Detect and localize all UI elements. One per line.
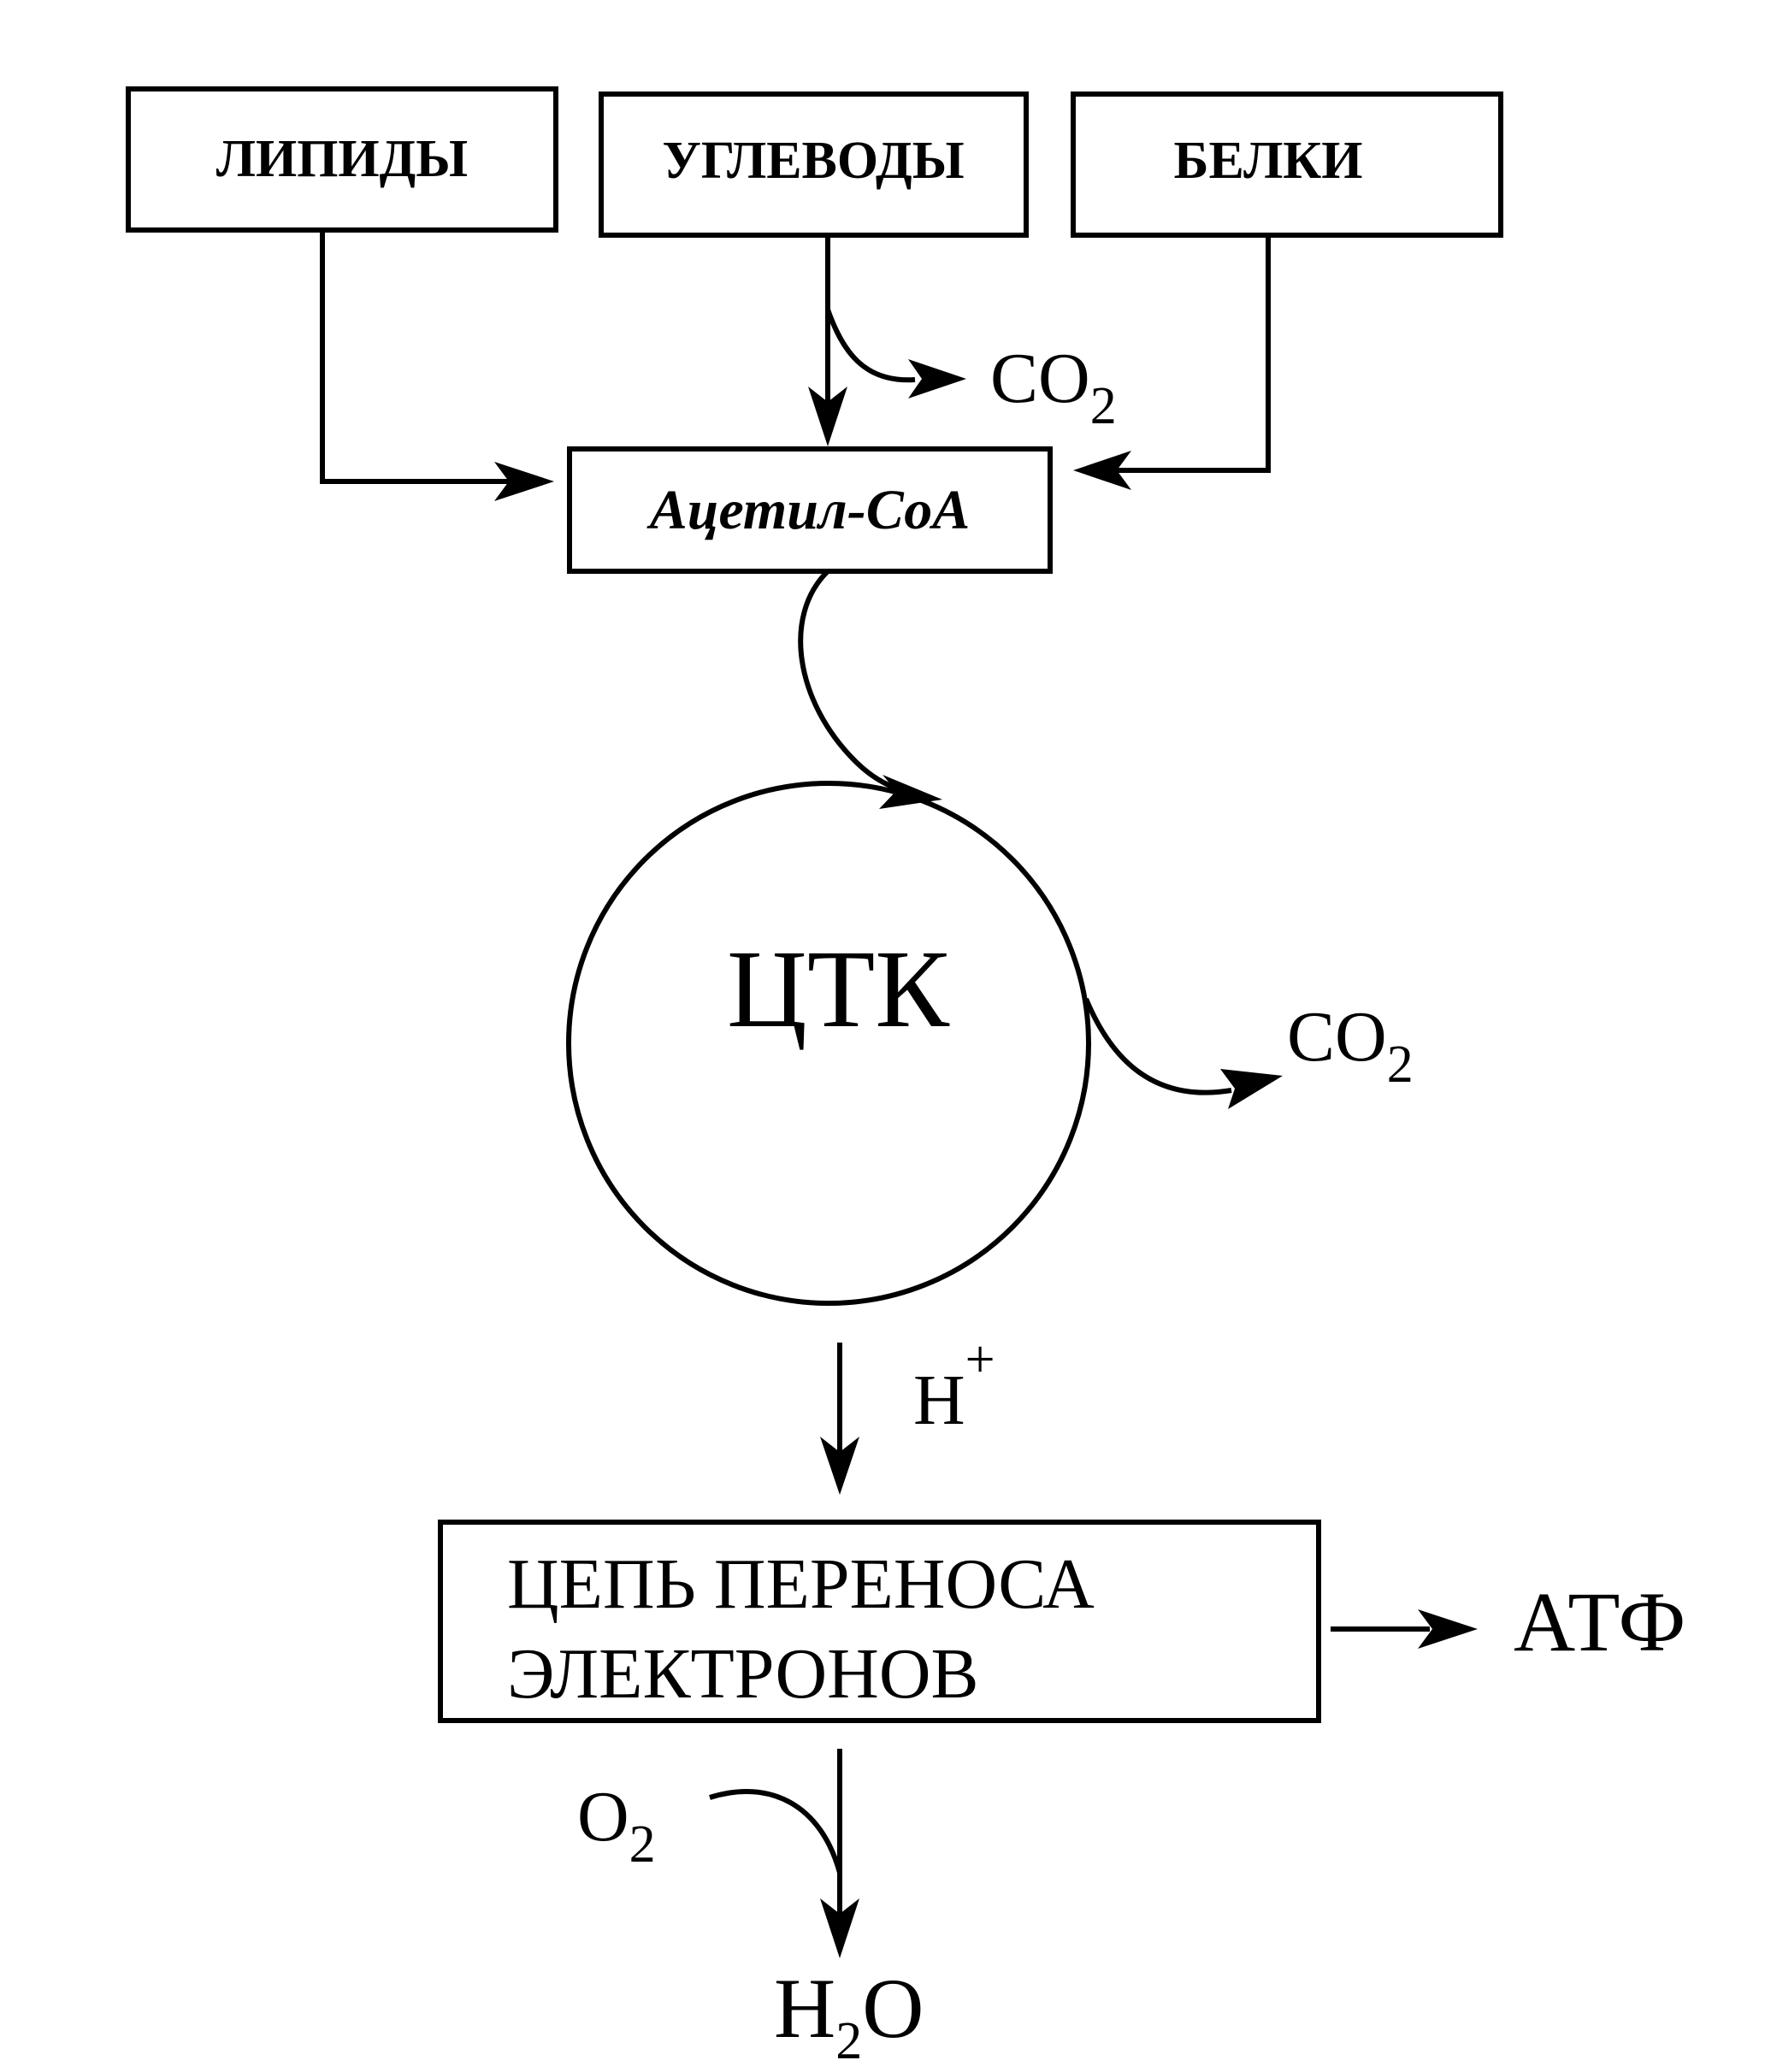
electron-chain-node: ЦЕПЬ ПЕРЕНОСА ЭЛЕКТРОНОВ	[438, 1520, 1321, 1723]
o2-base: O	[577, 1777, 629, 1857]
electron-chain-box	[438, 1520, 1321, 1723]
co2-cycle-label: CO2	[1287, 997, 1414, 1094]
lipids-arrowhead	[494, 462, 554, 501]
tca-cycle-circle	[566, 781, 1091, 1306]
h2o-sub: 2	[835, 2012, 862, 2070]
atp-label: АТФ	[1514, 1574, 1685, 1669]
carbohydrates-box	[599, 91, 1029, 238]
acetyl-coa-box	[567, 446, 1053, 574]
proteins-box	[1071, 91, 1503, 238]
proteins-to-acetyl-arrow	[1117, 235, 1271, 473]
carbohydrates-label: УГЛЕВОДЫ	[662, 132, 964, 190]
co2-cycle-base: CO	[1287, 997, 1387, 1077]
electron-chain-line2: ЭЛЕКТРОНОВ	[507, 1634, 979, 1714]
lipids-label: ЛИПИДЫ	[216, 130, 468, 188]
h2o-pre: H	[774, 1961, 835, 2056]
proteins-label: БЕЛКИ	[1174, 132, 1363, 190]
co2-top-arrowhead	[908, 359, 966, 398]
acetyl-to-cycle-arrow	[798, 569, 924, 798]
h-plus-base: H	[913, 1361, 965, 1440]
co2-top-base: CO	[990, 339, 1090, 418]
electron-chain-line1: ЦЕПЬ ПЕРЕНОСА	[507, 1544, 1095, 1624]
lipids-to-acetyl-arrow	[320, 230, 509, 484]
h2o-label: H2O	[774, 1961, 924, 2070]
co2-cycle-branch	[1083, 997, 1232, 1095]
co2-top-label: CO2	[990, 339, 1117, 435]
o2-input-branch	[709, 1789, 842, 1874]
cycle-to-chain-arrowhead	[820, 1437, 859, 1495]
h2o-post: O	[862, 1961, 924, 2056]
tca-cycle-node: ЦТК	[566, 781, 1091, 1306]
co2-cycle-sub: 2	[1387, 1036, 1414, 1094]
lipids-node: ЛИПИДЫ	[126, 86, 558, 233]
co2-cycle-arrowhead	[1220, 1069, 1283, 1109]
chain-to-water-arrowhead	[820, 1898, 859, 1958]
lipids-box	[126, 86, 558, 233]
o2-sub: 2	[629, 1815, 656, 1874]
chain-to-atp-arrowhead	[1418, 1609, 1478, 1649]
h-plus-sup: +	[965, 1331, 995, 1389]
acetyl-coa-node: Ацетил-СоА	[567, 446, 1053, 574]
carbohydrates-node: УГЛЕВОДЫ	[599, 91, 1029, 238]
carbs-arrowhead	[808, 387, 847, 446]
co2-top-branch	[825, 308, 916, 383]
h-plus-label: H+	[913, 1331, 995, 1440]
proteins-node: БЕЛКИ	[1071, 91, 1503, 238]
co2-top-sub: 2	[1090, 377, 1117, 435]
o2-label: O2	[577, 1777, 656, 1874]
proteins-arrowhead	[1073, 451, 1131, 490]
tca-cycle-label: ЦТК	[727, 928, 950, 1051]
acetyl-coa-label: Ацетил-СоА	[646, 479, 971, 541]
